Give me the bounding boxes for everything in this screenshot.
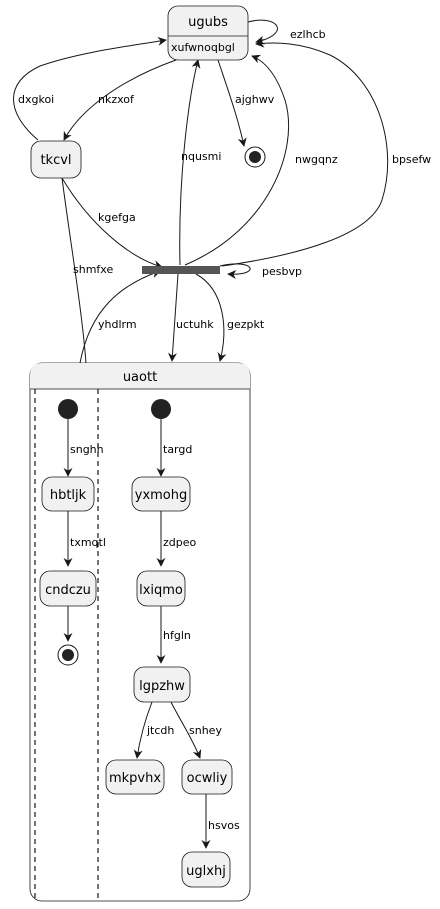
edge-gezpkt bbox=[195, 273, 227, 362]
state-hbtljk[interactable]: hbtljk bbox=[41, 476, 95, 512]
edge-snhey bbox=[170, 701, 202, 759]
label-targd: targd bbox=[163, 443, 192, 456]
mkpvhx-name: mkpvhx bbox=[109, 771, 161, 786]
ugubs-body: xufwnoqbgl bbox=[171, 41, 235, 54]
edge-ajghwv bbox=[217, 59, 247, 147]
label-yhdlrm: yhdlrm bbox=[98, 318, 137, 331]
lxiqmo-name: lxiqmo bbox=[139, 583, 183, 598]
label-jtcdh: jtcdh bbox=[146, 724, 174, 737]
label-uctuhk: uctuhk bbox=[176, 318, 214, 331]
ugubs-name: ugubs bbox=[188, 15, 228, 30]
label-pesbvp: pesbvp bbox=[262, 265, 302, 278]
label-ajghwv: ajghwv bbox=[235, 93, 275, 106]
edge-bpsefw bbox=[221, 38, 389, 267]
label-nqusmi: nqusmi bbox=[181, 150, 221, 163]
label-nwgqnz: nwgqnz bbox=[295, 153, 338, 166]
label-dxgkoi: dxgkoi bbox=[18, 93, 54, 106]
label-hfgln: hfgln bbox=[163, 629, 191, 642]
label-snghh: snghh bbox=[70, 443, 104, 456]
state-mkpvhx[interactable]: mkpvhx bbox=[105, 759, 165, 795]
label-shmfxe: shmfxe bbox=[73, 263, 113, 276]
tkcvl-name: tkcvl bbox=[40, 153, 71, 168]
label-bpsefw: bpsefw bbox=[392, 153, 431, 166]
label-snhey: snhey bbox=[189, 724, 222, 737]
state-ocwliy[interactable]: ocwliy bbox=[181, 759, 233, 795]
initial-state-right bbox=[151, 399, 171, 419]
uglxhj-name: uglxhj bbox=[186, 864, 226, 879]
lgpzhw-name: lgpzhw bbox=[139, 679, 185, 694]
label-gezpkt: gezpkt bbox=[227, 318, 265, 331]
state-ugubs[interactable]: ugubs xufwnoqbgl bbox=[167, 5, 249, 61]
edge-ezlhcb bbox=[247, 19, 278, 45]
edge-yhdlrm bbox=[79, 269, 161, 364]
fork-bar bbox=[142, 266, 220, 274]
edge-kgefga bbox=[61, 177, 163, 270]
edge-uctuhk bbox=[168, 273, 179, 362]
label-txmqtl: txmqtl bbox=[70, 536, 106, 549]
initial-state-left bbox=[58, 399, 78, 419]
label-kgefga: kgefga bbox=[98, 211, 136, 224]
state-cndczu[interactable]: cndczu bbox=[39, 570, 97, 607]
final-state-left bbox=[57, 644, 79, 666]
label-ezlhcb: ezlhcb bbox=[290, 28, 326, 41]
edge-dxgkoi bbox=[13, 36, 167, 141]
edge-nqusmi bbox=[179, 59, 201, 266]
final-state-top bbox=[244, 146, 266, 168]
label-hsvos: hsvos bbox=[208, 819, 240, 832]
state-tkcvl[interactable]: tkcvl bbox=[30, 140, 82, 179]
edge-pesbvp bbox=[219, 263, 251, 279]
state-lgpzhw[interactable]: lgpzhw bbox=[133, 666, 191, 703]
cndczu-name: cndczu bbox=[45, 583, 91, 598]
yxmohg-name: yxmohg bbox=[135, 488, 188, 503]
state-lxiqmo[interactable]: lxiqmo bbox=[136, 570, 186, 607]
uaott-title: uaott bbox=[123, 370, 157, 385]
edge-nkzxof bbox=[63, 59, 177, 141]
label-zdpeo: zdpeo bbox=[163, 536, 197, 549]
state-yxmohg[interactable]: yxmohg bbox=[131, 476, 191, 512]
label-nkzxof: nkzxof bbox=[98, 93, 135, 106]
edge-shmfxe bbox=[61, 177, 87, 364]
ocwliy-name: ocwliy bbox=[187, 771, 228, 786]
state-uglxhj[interactable]: uglxhj bbox=[181, 851, 231, 888]
edge-jtcdh bbox=[133, 701, 153, 759]
edge-nwgqnz bbox=[184, 54, 289, 266]
hbtljk-name: hbtljk bbox=[50, 488, 87, 503]
